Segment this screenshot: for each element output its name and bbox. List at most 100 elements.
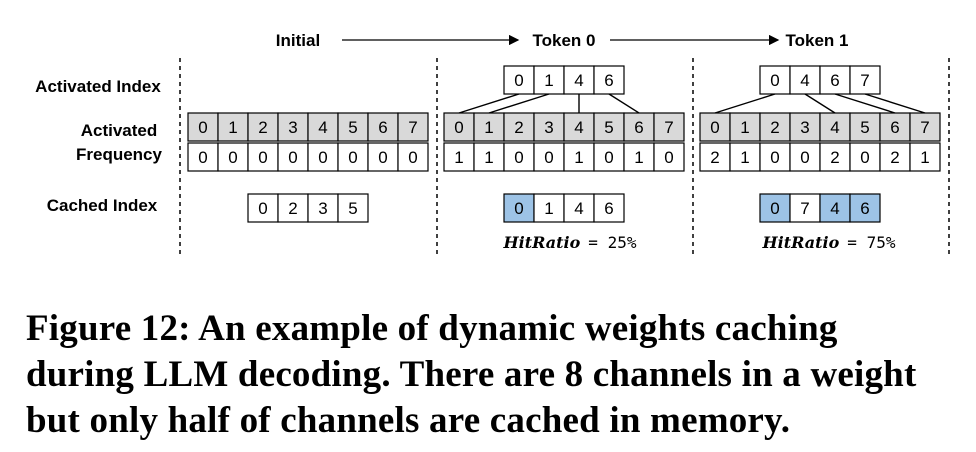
token0-frequency-cell-box xyxy=(563,142,595,172)
stage-title-token1: Token 1 xyxy=(786,31,849,50)
token1-connector xyxy=(804,93,836,114)
token1-header-cell: 3 xyxy=(800,118,809,137)
token0-cached-cell: 1 xyxy=(544,199,553,218)
initial-header-cell: 5 xyxy=(348,118,357,137)
token0-header-cell: 4 xyxy=(574,118,583,137)
token0-cached-cell-box xyxy=(533,193,565,223)
token1-connector xyxy=(714,93,776,114)
initial-frequency-cell-box xyxy=(337,142,369,172)
row-label-activated-frequency-1: Activated xyxy=(81,121,158,140)
initial-frequency-cell: 0 xyxy=(348,148,357,167)
token1-cached-cell: 0 xyxy=(770,199,779,218)
token1-activated-cell: 4 xyxy=(800,71,809,90)
token0-header-cell: 1 xyxy=(484,118,493,137)
token1-header-cell: 5 xyxy=(860,118,869,137)
initial-frequency-cell-box xyxy=(187,142,219,172)
initial-header-cell-box xyxy=(337,112,369,142)
token0-header-cell: 0 xyxy=(454,118,463,137)
hit-ratio-label: HitRatio xyxy=(762,233,840,252)
token0-activated-cell-box xyxy=(593,65,625,95)
token0-frequency-cell: 1 xyxy=(484,148,493,167)
token1-header-cell-box xyxy=(819,112,851,142)
token0-frequency-cell-box xyxy=(443,142,475,172)
token1-frequency-cell: 0 xyxy=(770,148,779,167)
initial-frequency-cell: 0 xyxy=(258,148,267,167)
token0-cached-cell: 6 xyxy=(604,199,613,218)
token1-header-cell-box xyxy=(759,112,791,142)
initial-cached-cell: 2 xyxy=(288,199,297,218)
initial-frequency-cell-box xyxy=(397,142,429,172)
figure-caption: Figure 12: An example of dynamic weights… xyxy=(26,306,956,444)
token0-frequency-cell: 1 xyxy=(574,148,583,167)
token1-activated-cell-box xyxy=(759,65,791,95)
stage-title-token0: Token 0 xyxy=(533,31,596,50)
initial-frequency-cell-box xyxy=(247,142,279,172)
token0-frequency-cell: 0 xyxy=(664,148,673,167)
token0-cached-cell-box xyxy=(503,193,535,223)
initial-header-cell: 3 xyxy=(288,118,297,137)
token1-cached-cell: 6 xyxy=(860,199,869,218)
token1-frequency-cell: 2 xyxy=(830,148,839,167)
token1-cached-cell-box xyxy=(789,193,821,223)
token0-header-cell: 2 xyxy=(514,118,523,137)
initial-header-cell: 4 xyxy=(318,118,327,137)
initial-cached-cell-box xyxy=(277,193,309,223)
token1-cached-cell-box xyxy=(849,193,881,223)
token0-header-cell: 3 xyxy=(544,118,553,137)
initial-cached-cell-box xyxy=(337,193,369,223)
initial-header-cell: 6 xyxy=(378,118,387,137)
token0-header-cell: 5 xyxy=(604,118,613,137)
initial-cached-cell-box xyxy=(247,193,279,223)
initial-frequency-cell-box xyxy=(307,142,339,172)
token1-header-cell-box xyxy=(849,112,881,142)
initial-cached-cell: 3 xyxy=(318,199,327,218)
token1-cached-cell: 7 xyxy=(800,199,809,218)
token1-frequency-cell: 0 xyxy=(800,148,809,167)
token1-frequency-cell-box xyxy=(909,142,941,172)
token0-activated-cell-box xyxy=(533,65,565,95)
token1-activated-cell: 0 xyxy=(770,71,779,90)
initial-header-cell: 1 xyxy=(228,118,237,137)
token0-activated-cell: 6 xyxy=(604,71,613,90)
hit-ratio-value: = 75% xyxy=(847,233,896,252)
initial-header-cell-box xyxy=(307,112,339,142)
initial-header-cell-box xyxy=(397,112,429,142)
token1-frequency-cell: 2 xyxy=(890,148,899,167)
token0-frequency-cell-box xyxy=(653,142,685,172)
initial-frequency-cell: 0 xyxy=(378,148,387,167)
row-label-activated-index: Activated Index xyxy=(35,77,161,96)
caption-line-2: during LLM decoding. There are 8 channel… xyxy=(26,354,917,395)
token1-frequency-cell: 1 xyxy=(740,148,749,167)
token0-activated-cell: 1 xyxy=(544,71,553,90)
token1-header-cell: 6 xyxy=(890,118,899,137)
token0-cached-cell-box xyxy=(593,193,625,223)
token1-cached-cell: 4 xyxy=(830,199,839,218)
initial-header-cell: 0 xyxy=(198,118,207,137)
initial-frequency-cell-box xyxy=(217,142,249,172)
token1-connector xyxy=(834,93,896,114)
caption-line-3: but only half of channels are cached in … xyxy=(26,400,791,441)
initial-header-cell-box xyxy=(277,112,309,142)
token0-frequency-cell-box xyxy=(623,142,655,172)
token0-connector xyxy=(608,93,640,114)
caption-line-1: Figure 12: An example of dynamic weights… xyxy=(26,308,838,349)
token1-cached-cell-box xyxy=(819,193,851,223)
token1-header-cell: 2 xyxy=(770,118,779,137)
token0-activated-cell: 4 xyxy=(574,71,583,90)
token0-connector xyxy=(488,93,550,114)
hit-ratio-token0: HitRatio = 25% xyxy=(503,233,637,252)
token1-header-cell-box xyxy=(909,112,941,142)
token0-connector xyxy=(458,93,520,114)
initial-frequency-cell: 0 xyxy=(318,148,327,167)
token0-frequency-cell: 0 xyxy=(604,148,613,167)
token0-header-cell-box xyxy=(533,112,565,142)
token0-frequency-cell: 0 xyxy=(514,148,523,167)
token0-frequency-cell: 1 xyxy=(454,148,463,167)
initial-frequency-cell-box xyxy=(277,142,309,172)
token0-header-cell: 6 xyxy=(634,118,643,137)
row-label-cached-index: Cached Index xyxy=(47,196,158,215)
token0-header-cell: 7 xyxy=(664,118,673,137)
caching-diagram: Initial Token 0 Token 1 Activated Index … xyxy=(35,31,950,254)
token1-frequency-cell-box xyxy=(849,142,881,172)
